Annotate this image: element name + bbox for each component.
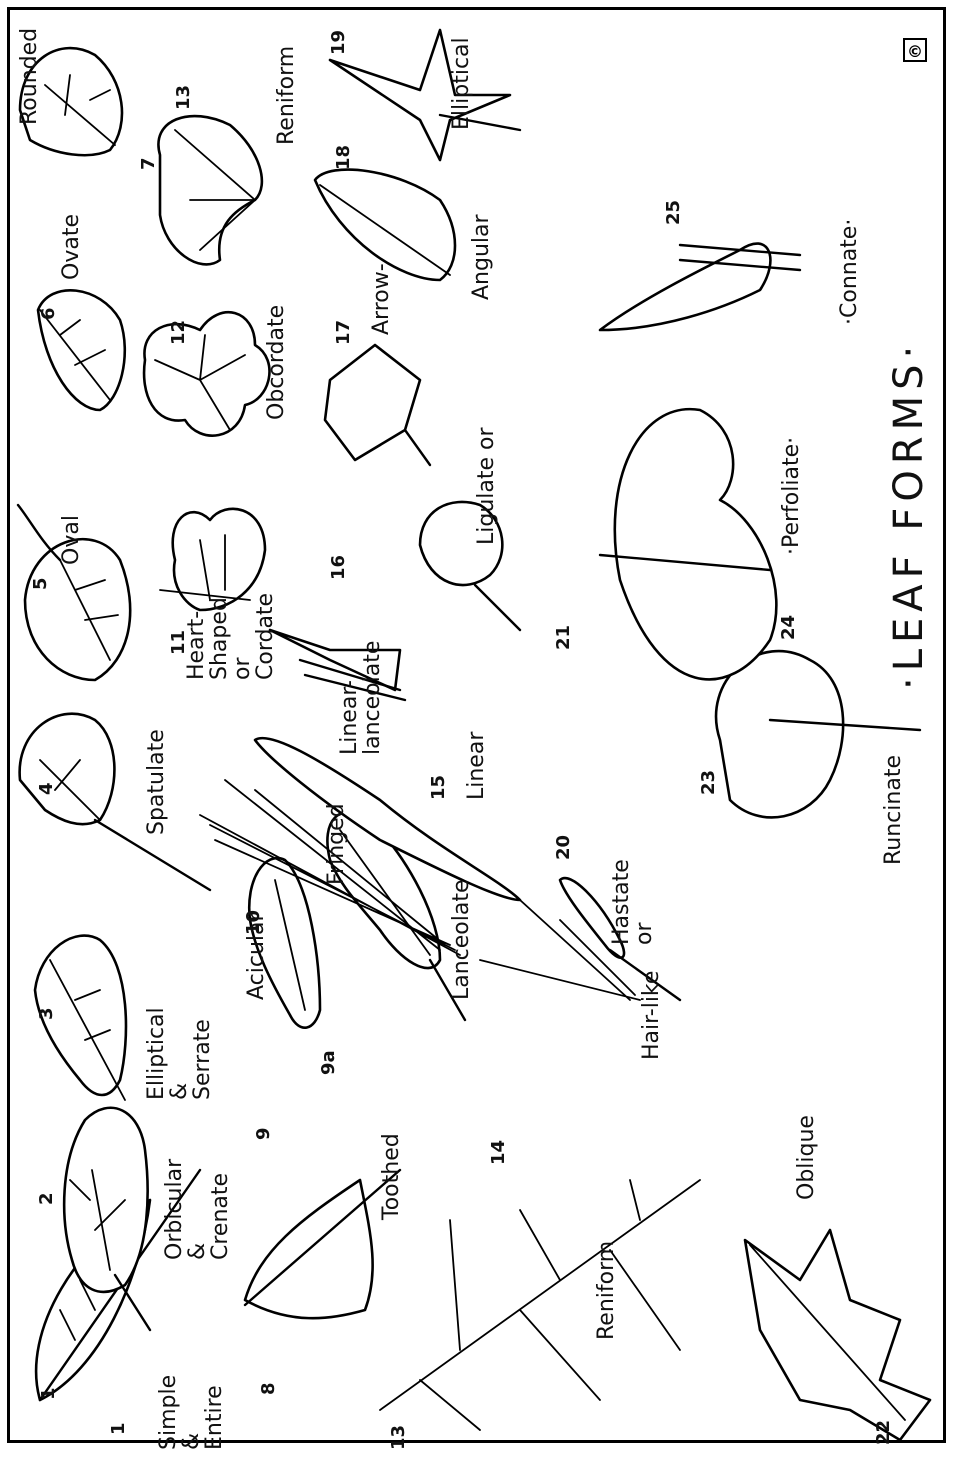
leaf-drawing-8 [245, 1170, 400, 1318]
leaf-number-9: 9 [255, 1127, 274, 1140]
leaf-label-2: Orbicular&Crenate [163, 1159, 232, 1260]
leaf-label-19: Angular [470, 214, 493, 300]
leaf-drawing-23 [745, 1230, 930, 1440]
leaf-drawing-4 [20, 714, 210, 890]
leaf-number-25: 24 [780, 615, 799, 640]
leaf-drawing-13 [158, 116, 261, 264]
leaf-label-5: Oval [60, 515, 83, 565]
leaf-drawing-22 [420, 502, 520, 630]
leaf-number-7: 7 [140, 157, 159, 170]
leaf-number-8: 8 [260, 1382, 279, 1395]
leaf-number-23: 22 [875, 1420, 894, 1445]
leaf-number-20: 19 [330, 30, 349, 55]
leaf-label-25: ·Perfoliate· [780, 437, 803, 555]
leaf-number-4: 4 [38, 782, 57, 795]
leaf-number-21: 20 [555, 835, 574, 860]
leaf-label-15: Hair-like [640, 971, 663, 1060]
leaf-label-23: Oblique [795, 1115, 818, 1200]
leaf-label-1: Simple&Entire [157, 1375, 226, 1450]
leaf-drawing-14 [380, 1180, 700, 1430]
leaf-number-14: 13 [390, 1425, 409, 1450]
leaf-number-3: 3 [38, 1007, 57, 1020]
leaf-label-8: Toothed [380, 1133, 403, 1220]
leaf-number-26: 25 [665, 200, 684, 225]
page-marker: 1 [110, 1422, 129, 1435]
leaf-number-12: 12 [170, 320, 189, 345]
leaf-drawing-12 [144, 312, 269, 435]
leaf-label-6: Ovate [60, 214, 83, 280]
leaf-label-16: Linear [465, 732, 488, 800]
leaf-drawing-20 [330, 30, 520, 160]
leaf-label-26: ·Connate· [838, 219, 861, 325]
plate-title: ·LEAF FORMS· [888, 340, 930, 690]
leaf-number-1: 1 [40, 1387, 59, 1400]
leaf-label-9: Fringed [325, 803, 348, 885]
leaf-number-22: 21 [555, 625, 574, 650]
leaf-label-20: Elliptical [450, 37, 473, 130]
leaf-number-19: 18 [335, 145, 354, 170]
leaf-number-5: 5 [32, 577, 51, 590]
leaf-label-14: Reniform [595, 1241, 618, 1340]
leaf-drawing-26 [600, 244, 800, 330]
leaf-label-22: Ligulate or [475, 427, 498, 545]
leaf-number-9a: 9a [320, 1050, 339, 1075]
leaf-label-12: Obcordate [265, 305, 288, 420]
leaf-drawing-25 [600, 409, 776, 679]
leaf-label-7: Rounded [18, 28, 41, 125]
leaf-label-13: Reniform [275, 46, 298, 145]
leaf-number-15: 14 [490, 1140, 509, 1165]
leaf-label-4: Spatulate [145, 729, 168, 835]
leaf-label-24: Runcinate [882, 755, 905, 865]
leaf-label-17: Linear-lanceolate [338, 641, 384, 755]
leaf-label-18: Arrow- [370, 263, 393, 335]
leaf-number-17: 16 [330, 555, 349, 580]
leaf-number-13: 13 [175, 85, 194, 110]
leaf-label-10: Acicular [245, 912, 268, 1000]
leaf-number-6: 6 [40, 307, 59, 320]
leaf-label-9a: Lanceolate [450, 879, 473, 1000]
leaf-number-16: 15 [430, 775, 449, 800]
leaf-number-2: 2 [38, 1192, 57, 1205]
leaf-number-24: 23 [700, 770, 719, 795]
leaf-label-3: Elliptical&Serrate [145, 1007, 214, 1100]
leaf-drawing-18 [325, 345, 430, 465]
leaf-number-18: 17 [335, 320, 354, 345]
